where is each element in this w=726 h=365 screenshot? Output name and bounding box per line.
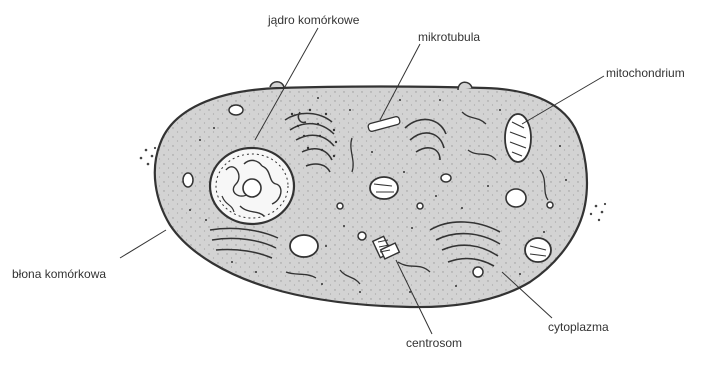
label-cytoplasm: cytoplazma [548,320,609,334]
nucleolus [243,179,261,197]
label-nucleus: jądro komórkowe [268,13,359,27]
nucleus [210,148,294,224]
label-centrosome: centrosom [406,336,462,350]
label-microtubule: mikrotubula [418,30,480,44]
leader-membrane [120,230,166,258]
label-membrane: błona komórkowa [12,267,106,281]
label-mitochondrium: mitochondrium [606,66,685,80]
